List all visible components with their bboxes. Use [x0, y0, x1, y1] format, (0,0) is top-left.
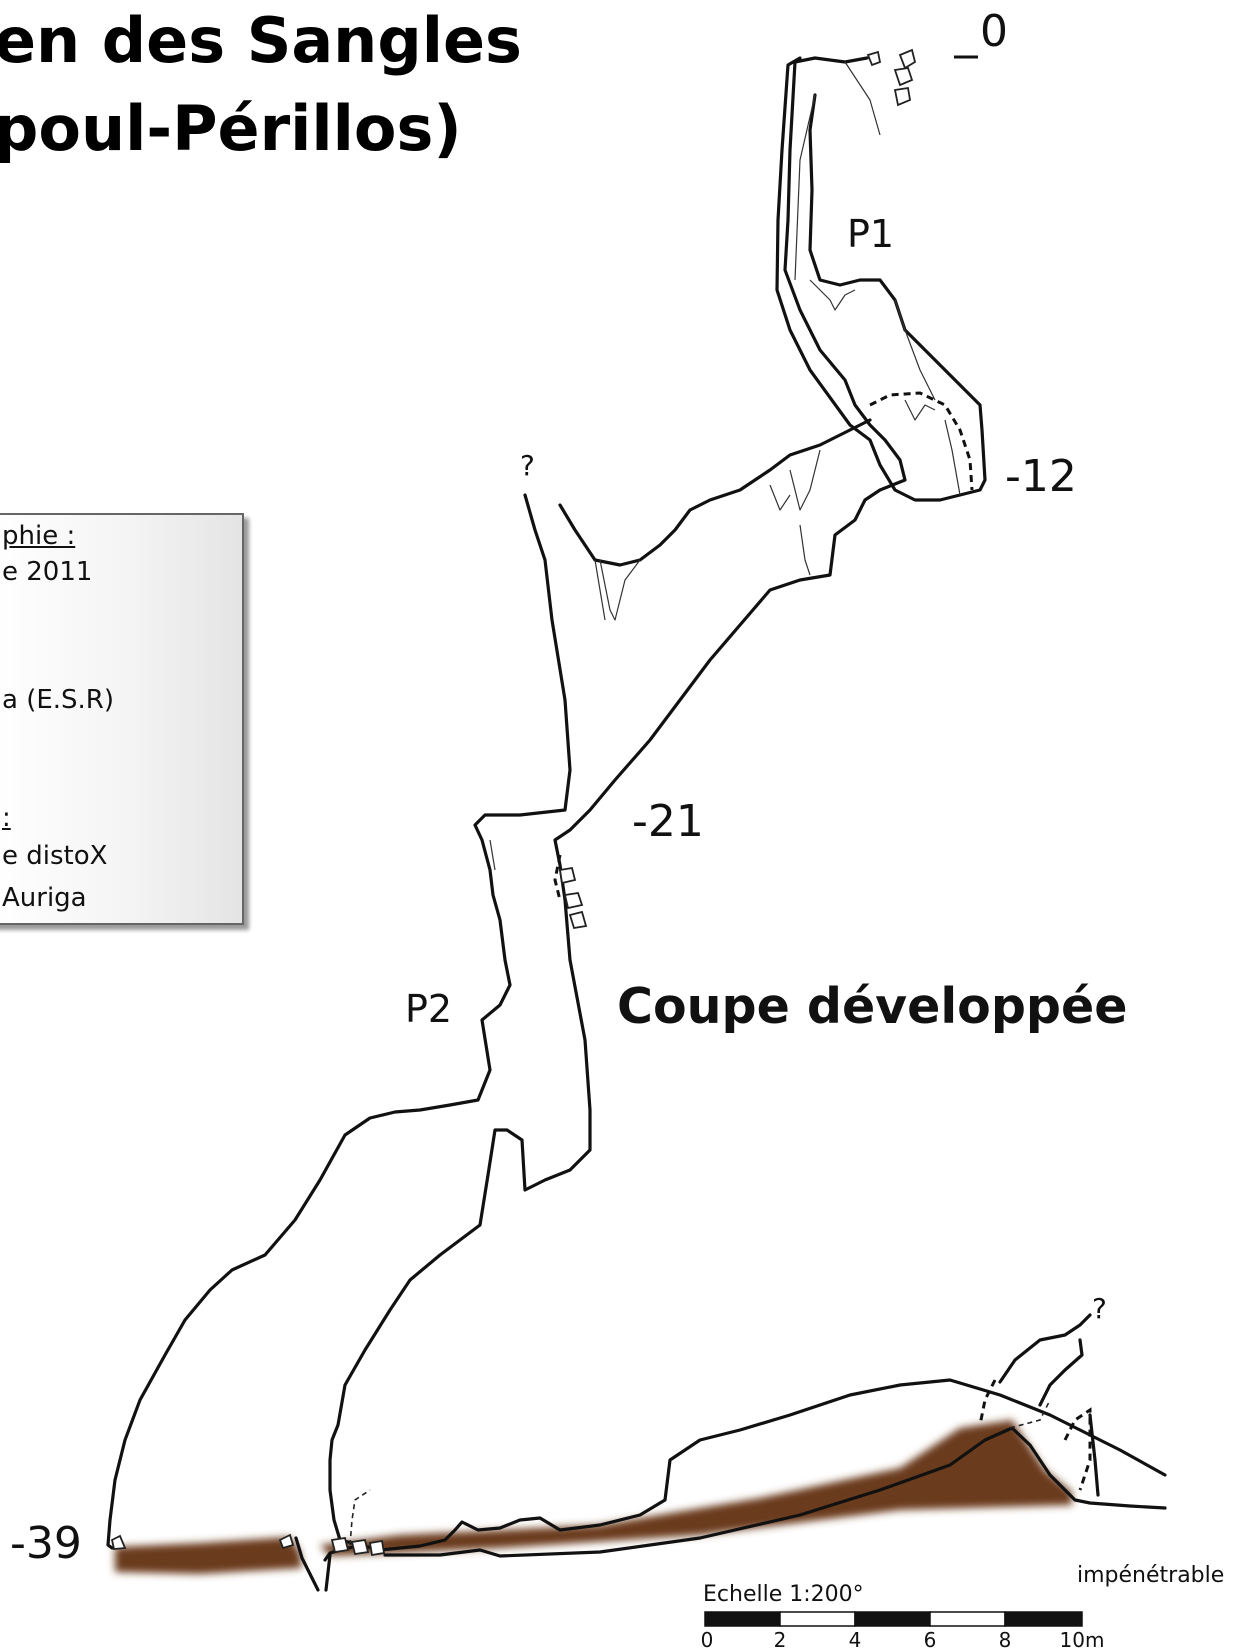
legend-line-3: a (E.S.R): [2, 685, 115, 715]
legend-box: phie : e 2011 a (E.S.R) : e distoX Aurig…: [0, 513, 244, 925]
depth-label-12: -12: [1005, 451, 1077, 502]
depth-label-0: 0: [980, 6, 1008, 57]
page-title-line-1: en des Sangles: [0, 4, 522, 77]
p1-inner-wall: [558, 418, 872, 567]
question-mark-lower: ?: [1092, 1292, 1107, 1325]
scale-tick-0: 0: [700, 1628, 714, 1652]
right-question-passage: [998, 1313, 1092, 1407]
p2-dashed-wall: [553, 854, 562, 901]
scale-title: Echelle 1:200°: [703, 1582, 864, 1607]
interior-thin-lines: [489, 61, 961, 871]
impenetrable-label: impénétrable: [1077, 1563, 1225, 1588]
scale-tick-10m: 10m: [1059, 1628, 1105, 1652]
lower-dashed-link: [349, 1399, 1051, 1546]
page-title-line-2: poul-Périllos): [0, 92, 462, 165]
cave-outer-wall: [328, 56, 1167, 1552]
legend-line-5: e distoX: [2, 841, 108, 871]
pit-label-p1: P1: [847, 212, 895, 256]
p1-shaft-wall: [775, 56, 987, 502]
left-branch-wall: [106, 493, 572, 1550]
right-bottom-passage: [1088, 1413, 1100, 1497]
pit-label-p2: P2: [405, 987, 453, 1031]
scale-bar: [704, 1611, 1083, 1627]
legend-line-2: e 2011: [2, 557, 93, 587]
scale-tick-6: 6: [923, 1628, 937, 1652]
cave-lower-floor: [323, 1426, 1167, 1562]
depth-label-39: -39: [10, 1518, 82, 1569]
legend-line-4: :: [2, 803, 11, 833]
question-mark-upper: ?: [520, 449, 535, 482]
scale-tick-8: 8: [998, 1628, 1012, 1652]
legend-line-6: Auriga: [2, 883, 87, 913]
depth-label-21: -21: [632, 796, 704, 847]
bottom-left-tips: [294, 1536, 332, 1592]
scale-tick-4: 4: [848, 1628, 862, 1652]
rock-blocks: [110, 48, 917, 1557]
scale-tick-2: 2: [773, 1628, 787, 1652]
legend-line-1: phie :: [2, 521, 76, 551]
section-title: Coupe développée: [617, 978, 1128, 1035]
right-dashed-boundary: [978, 1379, 1092, 1491]
